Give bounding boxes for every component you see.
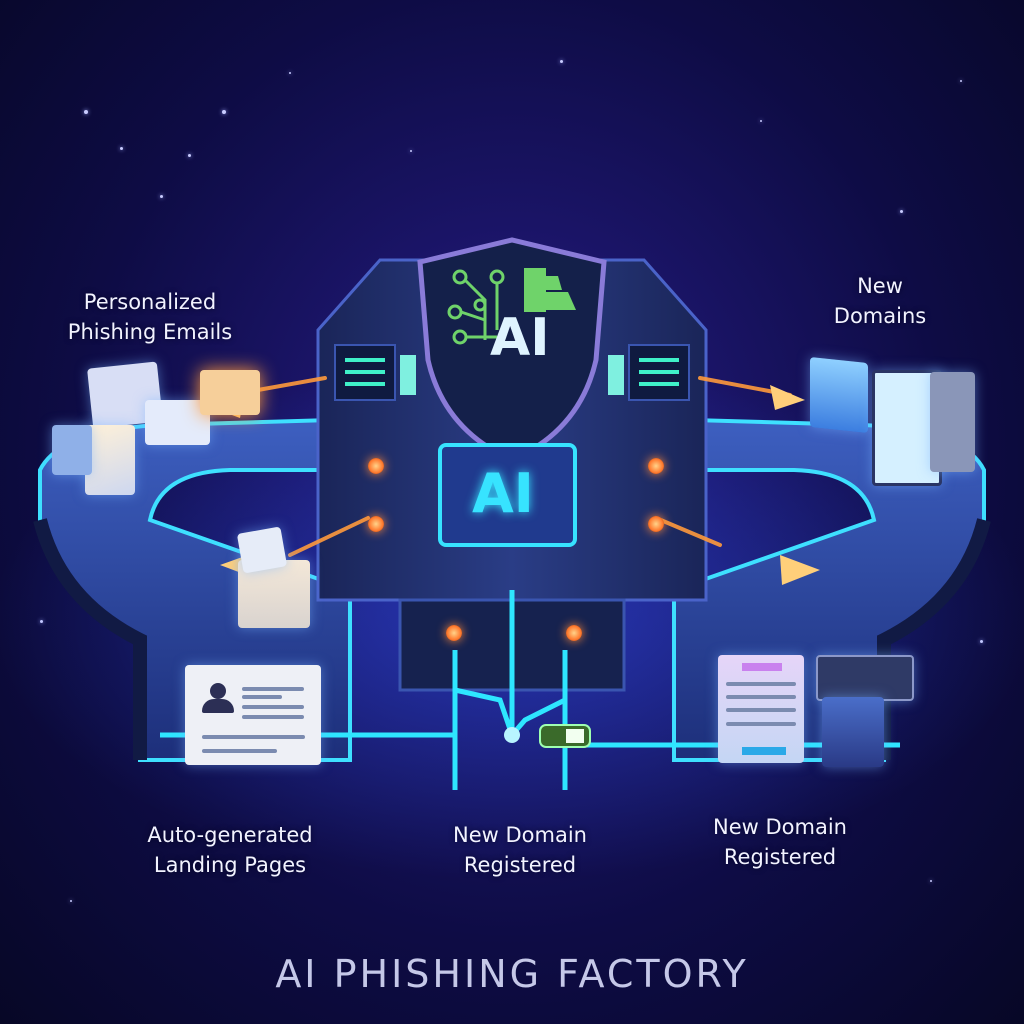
label-new-domain-registered-right: New Domain Registered — [713, 815, 847, 869]
battery-icon — [539, 724, 591, 748]
led-light-icon — [368, 458, 384, 474]
domain-record-card — [822, 697, 884, 767]
shield-ai-badge: AI — [490, 308, 550, 368]
registration-form-card — [718, 655, 804, 763]
user-profile-icon — [202, 683, 234, 715]
label-auto-generated-landing-pages: Auto-generated Landing Pages — [147, 823, 313, 877]
page-title: AI PHISHING FACTORY — [275, 952, 749, 996]
screen-ai-badge: AI — [472, 462, 534, 525]
email-card — [145, 400, 210, 445]
domain-record-card — [816, 655, 914, 701]
document-stack-icon — [524, 268, 576, 312]
label-new-domain-registered-center: New Domain Registered — [453, 823, 587, 877]
shield-icon — [417, 237, 607, 463]
led-light-icon — [446, 625, 462, 641]
domain-doc-card — [810, 356, 868, 434]
envelope-icon — [85, 425, 135, 495]
label-new-domains: New Domains — [833, 274, 927, 328]
ai-screen — [438, 443, 577, 547]
email-card — [52, 425, 92, 475]
led-light-icon — [566, 625, 582, 641]
circuit-icon — [447, 269, 505, 345]
led-light-icon — [368, 516, 384, 532]
envelope-icon — [200, 370, 260, 415]
domain-doc-card — [930, 372, 975, 472]
landing-page-card — [185, 665, 321, 765]
document-icon — [236, 526, 288, 574]
label-personalized-phishing-emails: Personalized Phishing Emails — [67, 290, 233, 344]
led-light-icon — [648, 458, 664, 474]
led-light-icon — [648, 516, 664, 532]
